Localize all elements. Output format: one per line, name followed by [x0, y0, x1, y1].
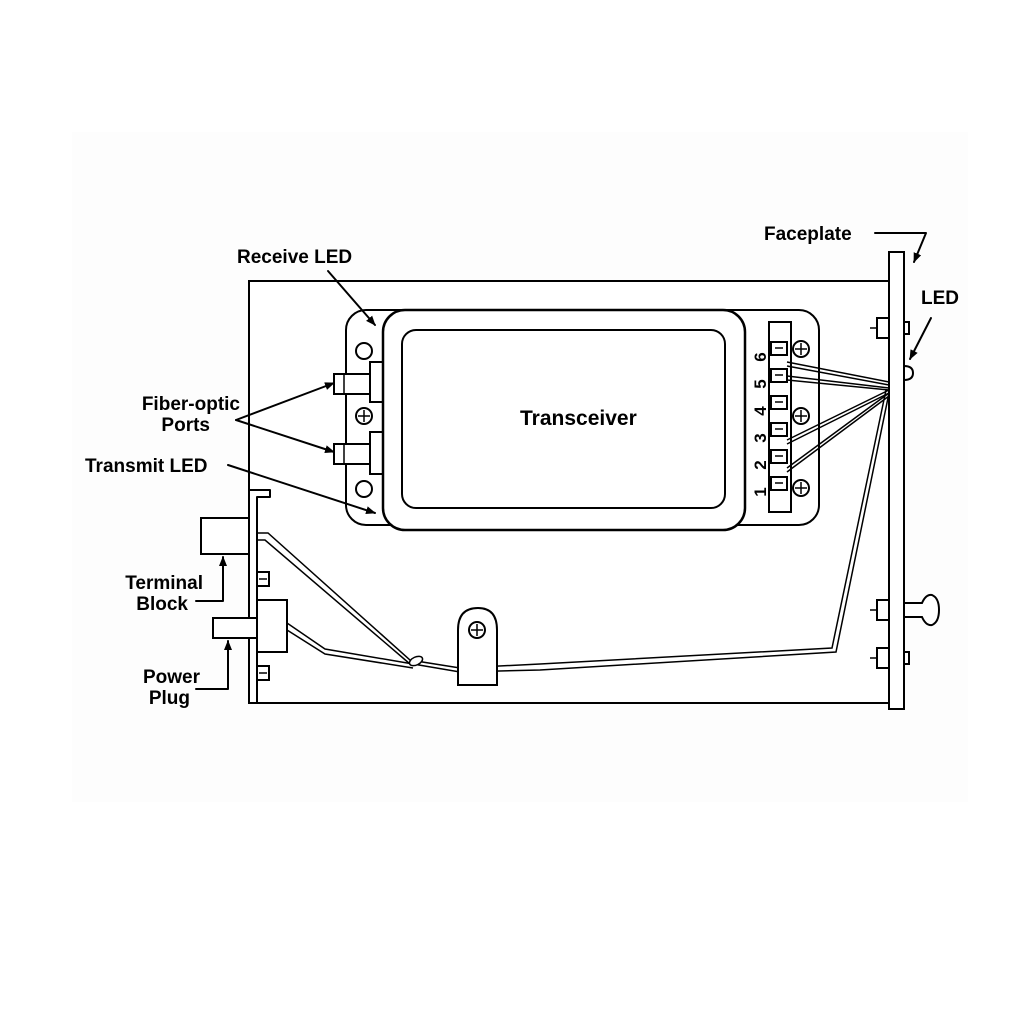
- terminal-number-5: 5: [751, 379, 770, 388]
- terminal-number-6: 6: [751, 352, 770, 361]
- fiber-optic-arrow-lower: [235, 419, 335, 454]
- terminal-number-1: 1: [751, 487, 770, 496]
- fiber-optic-ports-label-line1: Fiber-optic: [142, 394, 241, 415]
- terminal-block-label-line2: Block: [136, 594, 188, 615]
- transceiver-label: Transceiver: [520, 407, 637, 430]
- led-wires: [786, 361, 890, 473]
- screw-icon: [355, 407, 373, 425]
- terminal-strip: [768, 321, 792, 513]
- screw-icon: [792, 340, 810, 358]
- led-arrow: [909, 317, 932, 360]
- terminal-number-2: 2: [751, 460, 770, 469]
- fiber-optic-ports-label-line2: Ports: [161, 415, 210, 436]
- receive-led-label: Receive LED: [237, 247, 352, 268]
- terminal-number-3: 3: [751, 433, 770, 442]
- screw-icon: [792, 479, 810, 497]
- power-plug-arrow: [195, 640, 232, 690]
- transmit-led-arrow: [227, 464, 376, 515]
- fiber-optic-arrow-upper: [235, 382, 335, 421]
- power-plug-label-line2: Plug: [149, 688, 190, 709]
- mount-hole: [355, 480, 373, 498]
- mount-hole: [355, 342, 373, 360]
- faceplate-arrow: [874, 232, 927, 263]
- terminal-block-label-line1: Terminal: [125, 573, 203, 594]
- faceplate-label: Faceplate: [764, 224, 852, 245]
- transceiver-window: [401, 329, 726, 509]
- transmit-led-label: Transmit LED: [85, 456, 207, 477]
- receive-led-arrow: [327, 270, 376, 326]
- cable-clamp: [457, 606, 498, 686]
- faceplate-led: [903, 364, 915, 382]
- terminal-block: [200, 517, 270, 587]
- faceplate-knob: [903, 593, 941, 627]
- led-label: LED: [921, 288, 959, 309]
- terminal-number-4: 4: [751, 406, 770, 416]
- screw-icon: [792, 407, 810, 425]
- power-plug: [212, 599, 288, 681]
- faceplate: [870, 251, 941, 710]
- terminal-block-arrow: [195, 556, 227, 602]
- power-plug-label-line1: Power: [143, 667, 201, 688]
